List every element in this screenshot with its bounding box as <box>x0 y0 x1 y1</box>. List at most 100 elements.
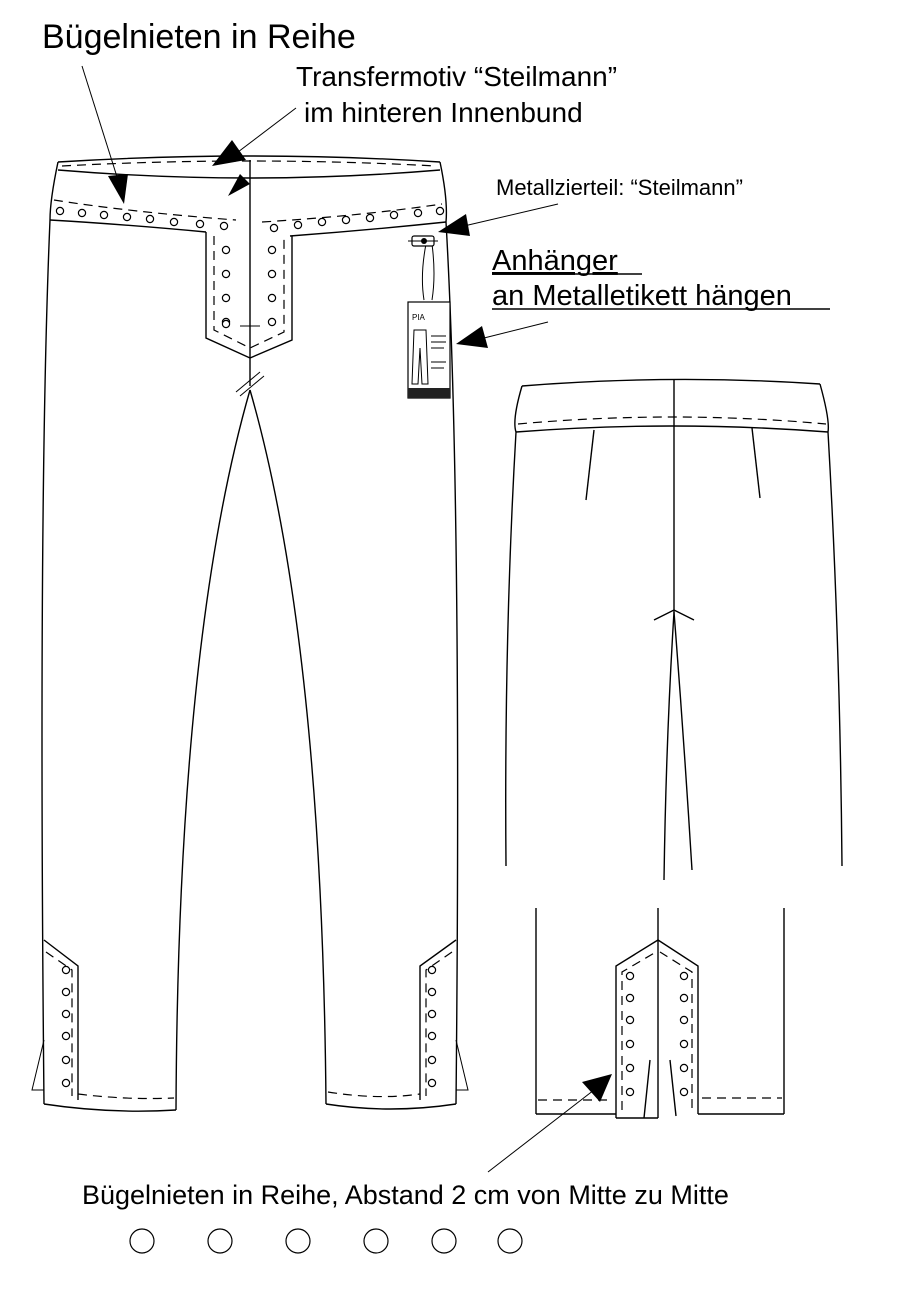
arrow-rivets-top-line <box>81 65 119 181</box>
rivet <box>625 993 635 1003</box>
front-right-slit-stitch <box>425 951 453 1096</box>
metal-decor-icon <box>408 235 438 247</box>
hem-detail-rivets <box>625 971 689 1097</box>
back-view-pants <box>505 378 843 881</box>
arrow-hem-rivets-line <box>487 1089 595 1173</box>
rivet <box>221 245 231 255</box>
rivet <box>679 971 689 981</box>
front-fly-panel <box>205 232 293 359</box>
arrow-transfer-head <box>212 140 246 166</box>
back-waistband-stitch <box>517 416 827 425</box>
rivet <box>267 269 277 279</box>
front-yoke-line <box>49 219 207 233</box>
rivet <box>679 1039 689 1049</box>
label-hangtag-line2: an Metalletikett hängen <box>492 280 792 312</box>
rivet <box>61 1055 71 1065</box>
rivet <box>625 971 635 981</box>
rivet <box>427 965 437 975</box>
rivet <box>61 987 71 997</box>
rivet <box>145 214 155 224</box>
hem-detail-placket-stitch-left <box>621 951 657 1110</box>
arrow-metal-decor-line <box>463 203 559 227</box>
front-view-pants <box>31 155 469 1112</box>
rivet <box>221 293 231 303</box>
hang-tag-string <box>421 243 435 301</box>
back-crotch-mark <box>653 609 695 621</box>
legend-rivet-sample <box>363 1228 389 1254</box>
rivet <box>435 206 445 216</box>
rivet <box>679 1015 689 1025</box>
arrow-hem-rivets-head <box>582 1074 612 1102</box>
back-left-inseam <box>663 611 675 881</box>
arrow-metal-decor-head <box>438 214 470 236</box>
hang-tag-pants-icon <box>411 329 429 385</box>
arrow-transfer-line <box>237 107 297 153</box>
rivet <box>221 319 231 329</box>
label-rivets-spacing: Bügelnieten in Reihe, Abstand 2 cm von M… <box>82 1180 729 1210</box>
annotation-arrows <box>81 65 612 1173</box>
arrow-hangtag-head <box>456 326 488 348</box>
rivet <box>221 269 231 279</box>
front-left-hem-stitch <box>77 1093 175 1100</box>
front-right-inseam <box>249 389 327 1105</box>
rivet <box>77 208 87 218</box>
front-waistband-top <box>57 155 441 163</box>
rivet <box>293 220 303 230</box>
label-transfer-line2: im hinteren Innenbund <box>304 97 583 128</box>
rivet <box>389 210 399 220</box>
arrow-transfer-head-2 <box>228 174 250 196</box>
rivet <box>625 1063 635 1073</box>
rivet <box>427 1055 437 1065</box>
front-left-slit-placket <box>43 939 79 1100</box>
front-yoke-stitch-left <box>53 199 237 221</box>
front-fly-rivets <box>221 245 277 329</box>
rivet <box>55 206 65 216</box>
hem-detail-slit-inner <box>643 1059 677 1119</box>
rivet <box>61 1078 71 1088</box>
rivet <box>61 1009 71 1019</box>
back-left-side <box>505 385 523 867</box>
back-waistband-seam <box>515 425 829 433</box>
rivet <box>267 245 277 255</box>
hang-tag-brand: PIA <box>412 313 426 322</box>
rivet <box>625 1039 635 1049</box>
back-right-side <box>819 383 843 867</box>
arrow-hangtag-line <box>483 321 549 339</box>
rivet <box>61 965 71 975</box>
front-slit-rivets <box>61 965 437 1088</box>
label-metal-decor: Metallzierteil: “Steilmann” <box>496 175 743 200</box>
front-fly-mark-2 <box>239 375 265 397</box>
back-left-dart <box>585 429 595 501</box>
front-fly-mark-1 <box>235 371 261 393</box>
rivet <box>99 210 109 220</box>
front-left-inseam <box>175 389 251 1111</box>
rivet <box>427 1031 437 1041</box>
rivet <box>625 1015 635 1025</box>
front-waistband-stitch <box>61 160 437 167</box>
rivet <box>195 219 205 229</box>
rivet <box>679 993 689 1003</box>
rivet <box>269 223 279 233</box>
hem-detail-placket-stitch-right <box>659 951 693 1108</box>
rivet <box>317 217 327 227</box>
hem-detail-placket <box>615 939 699 1119</box>
back-right-dart <box>751 427 761 499</box>
rivet <box>267 317 277 327</box>
front-right-hem <box>325 1103 457 1110</box>
back-waistband-top <box>521 378 821 387</box>
front-yoke-line-right <box>289 221 447 237</box>
front-left-slit-flap <box>31 1039 45 1091</box>
legend-rivet-sample <box>129 1228 155 1254</box>
rivet <box>365 213 375 223</box>
front-right-outseam <box>439 161 459 1105</box>
label-transfer-line1: Transfermotiv “Steilmann” <box>296 61 617 92</box>
back-right-inseam <box>673 611 693 871</box>
rivet <box>427 987 437 997</box>
front-right-slit-placket <box>419 939 457 1100</box>
rivet <box>679 1063 689 1073</box>
front-left-slit-stitch <box>45 951 73 1096</box>
legend-rivet-sample <box>431 1228 457 1254</box>
front-right-hem-stitch <box>327 1091 421 1098</box>
label-rivets-row-top: Bügelnieten in Reihe <box>42 18 356 56</box>
